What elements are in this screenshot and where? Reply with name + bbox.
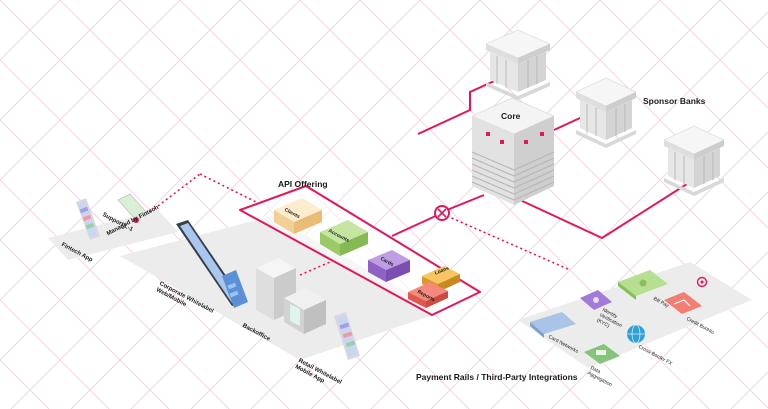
clients-block[interactable] xyxy=(274,198,322,234)
api-offering-label: API Offering xyxy=(278,179,328,189)
sponsor-bank-icon-2 xyxy=(575,77,637,148)
cross-border-globe-icon xyxy=(627,324,645,344)
core-server-icon xyxy=(471,97,555,205)
corporate-tablet-icon xyxy=(176,220,248,308)
card-networks-icon xyxy=(530,312,576,338)
cards-block[interactable] xyxy=(368,250,410,282)
identity-verification-icon xyxy=(580,290,612,310)
hub-to-api-link xyxy=(391,213,441,237)
core-label: Core xyxy=(501,111,521,121)
sponsor-bank-icon-3 xyxy=(663,125,725,196)
connector-hub-icon xyxy=(434,205,450,221)
retail-phone-icon xyxy=(334,312,360,360)
target-icon xyxy=(696,276,708,288)
api-dotted-link xyxy=(199,173,263,206)
sponsor-bank-link-1 xyxy=(417,71,515,135)
sponsor-bank-link-3 xyxy=(519,181,691,240)
fintech-dotted-link xyxy=(149,173,201,213)
reports-block[interactable] xyxy=(408,282,448,308)
backoffice-dotted-link xyxy=(299,261,331,276)
data-aggregation-icon xyxy=(584,344,620,364)
sponsor-banks-label: Sponsor Banks xyxy=(643,96,706,106)
integrations-dotted-link xyxy=(446,215,571,271)
fintech-platform xyxy=(48,210,178,260)
dotted-links xyxy=(149,173,571,276)
integrations-platform xyxy=(518,262,752,368)
credit-bureau-icon xyxy=(664,292,702,314)
sponsor-bank-icon-1 xyxy=(485,29,551,100)
backoffice-icon xyxy=(256,258,326,334)
fintech-phone-icon xyxy=(76,198,100,240)
payment-rails-label: Payment Rails / Third-Party Integrations xyxy=(416,372,578,382)
bill-pay-icon xyxy=(618,270,668,300)
support-monitor-icon xyxy=(117,193,149,223)
accounts-block[interactable] xyxy=(320,220,368,256)
